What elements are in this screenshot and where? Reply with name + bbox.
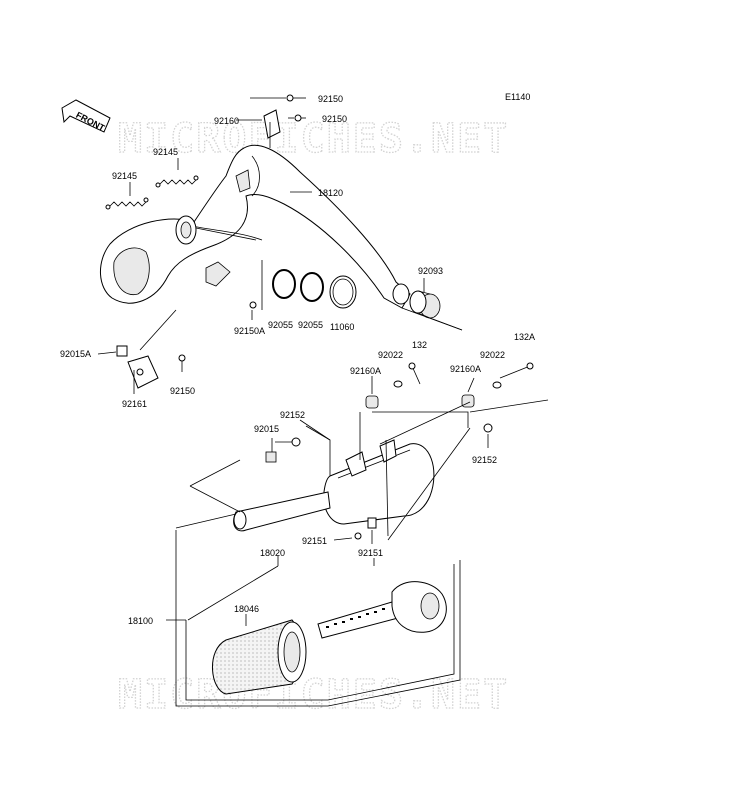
expansion-chamber bbox=[99, 144, 411, 309]
part-labels: 92150 92160 92150 92145 92145 18120 9209… bbox=[60, 94, 535, 626]
part-label: 92160A bbox=[350, 366, 381, 376]
part-label: 18046 bbox=[234, 604, 259, 614]
washer-icon bbox=[492, 381, 502, 389]
muffler bbox=[233, 439, 435, 540]
gasket-icon bbox=[329, 275, 357, 309]
part-label: 92152 bbox=[280, 410, 305, 420]
spring-icon bbox=[155, 175, 199, 188]
part-label: 92151 bbox=[302, 536, 327, 546]
watermark-bottom: MICROFICHES.NET bbox=[118, 672, 509, 718]
part-label: 92151 bbox=[358, 548, 383, 558]
part-label: 11060 bbox=[330, 322, 354, 332]
o-ring-icon bbox=[272, 269, 296, 299]
part-label: 92152 bbox=[472, 455, 497, 465]
part-label: 92093 bbox=[418, 266, 443, 276]
part-label: 92161 bbox=[122, 399, 147, 409]
part-label: 92022 bbox=[378, 350, 403, 360]
part-label: 92055 bbox=[298, 320, 323, 330]
spring-icon bbox=[105, 197, 149, 210]
part-label: 18120 bbox=[318, 188, 343, 198]
o-ring-icon bbox=[300, 272, 324, 302]
part-label: 18020 bbox=[260, 548, 285, 558]
part-label: 92160 bbox=[214, 116, 239, 126]
part-label: 92055 bbox=[268, 320, 293, 330]
part-label: 92145 bbox=[153, 147, 178, 157]
part-label: 92015A bbox=[60, 349, 91, 359]
diagram-code: E1140 bbox=[505, 92, 530, 102]
silencer-core bbox=[212, 581, 447, 695]
part-label: 92150 bbox=[318, 94, 343, 104]
collar-icon bbox=[265, 423, 493, 463]
part-label: 92150 bbox=[170, 386, 195, 396]
grommet-icon bbox=[365, 395, 379, 409]
part-label: 92145 bbox=[112, 171, 137, 181]
coupling-92093 bbox=[409, 290, 441, 319]
bolt-92150A bbox=[249, 301, 257, 309]
part-label: 132A bbox=[514, 332, 535, 342]
leader-lines bbox=[97, 97, 549, 707]
bolt-132A bbox=[499, 362, 534, 379]
part-label: 92150A bbox=[234, 326, 265, 336]
part-label: 92160A bbox=[450, 364, 481, 374]
part-label: 92150 bbox=[322, 114, 347, 124]
bracket-92160 bbox=[263, 94, 306, 148]
watermark-top: MICROFICHES.NET bbox=[118, 116, 509, 162]
bracket-92161 bbox=[116, 345, 186, 389]
part-label: 92015 bbox=[254, 424, 279, 434]
part-label: 18100 bbox=[128, 616, 153, 626]
part-label: 132 bbox=[412, 340, 427, 350]
bolt-132 bbox=[408, 362, 421, 385]
washer-icon bbox=[393, 380, 403, 388]
front-arrow-icon: FRONT bbox=[61, 99, 111, 133]
part-label: 92022 bbox=[480, 350, 505, 360]
